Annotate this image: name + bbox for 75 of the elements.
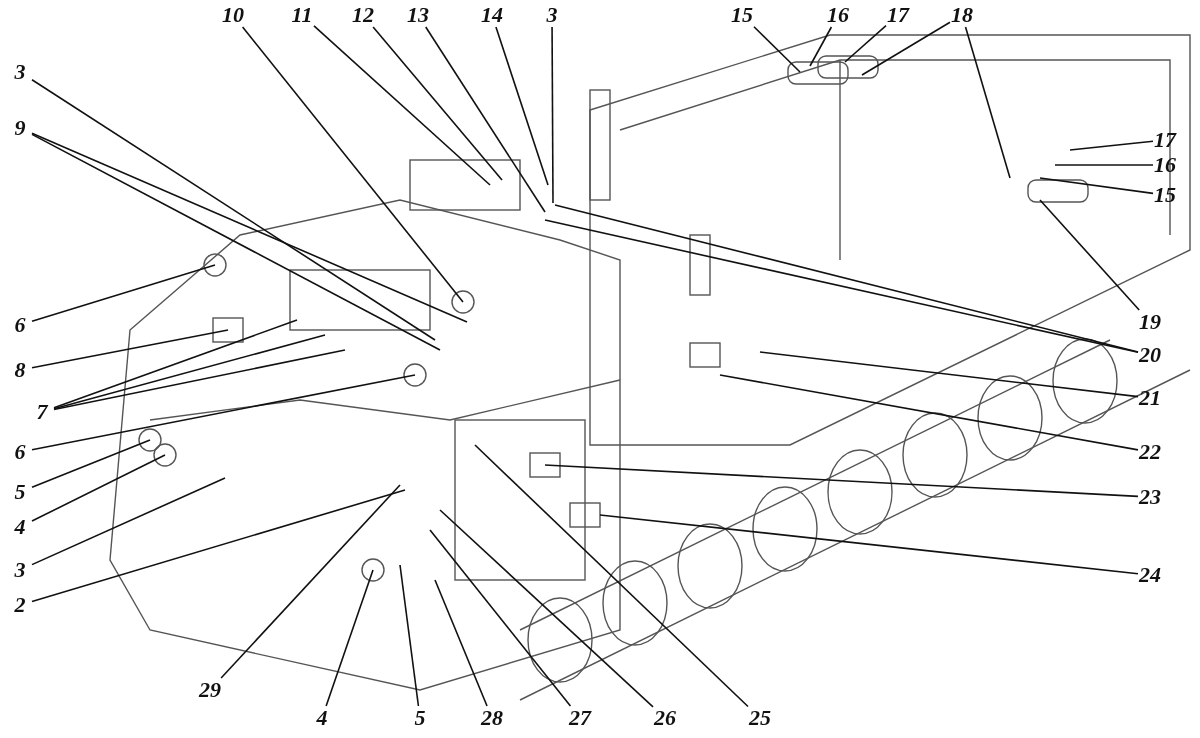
callout-number: 4 [3,514,37,540]
callout-number: 28 [475,705,509,731]
leader-line [753,26,801,73]
leader-line [31,264,216,323]
leader-line [719,374,1139,451]
callout-number: 8 [3,357,37,383]
leader-line [495,26,549,186]
leader-line [31,78,436,341]
leader-line [372,26,503,181]
callout-number: 3 [3,59,37,85]
callout-number: 15 [1148,182,1182,208]
callout-number: 4 [305,705,339,731]
callout-number: 16 [821,2,855,28]
leader-line [1054,164,1154,166]
leader-line [1069,140,1154,151]
callout-number: 27 [563,705,597,731]
leader-line [809,26,833,67]
leader-line [53,319,298,409]
callout-number: 16 [1148,152,1182,178]
callout-number: 19 [1133,309,1167,335]
callout-number: 23 [1133,484,1167,510]
callout-number: 12 [346,2,380,28]
leader-line [325,569,374,707]
leader-line [551,26,554,204]
callout-number: 24 [1133,562,1167,588]
callout-number: 5 [403,705,437,731]
leader-line [861,21,951,76]
leader-line [759,351,1139,398]
leader-line [544,464,1139,498]
leader-line [1039,199,1140,311]
callout-number: 10 [216,2,250,28]
callout-number: 22 [1133,439,1167,465]
callout-number: 13 [401,2,435,28]
leader-line [429,529,572,707]
leader-line [31,329,229,369]
leader-line [31,454,166,522]
leader-line [31,374,416,451]
leader-line [31,133,441,351]
callout-number: 21 [1133,385,1167,411]
leader-line [844,24,887,63]
leader-line [241,26,464,303]
leader-line [399,564,420,707]
leader-line [53,349,346,411]
callout-number: 14 [475,2,509,28]
callout-number: 7 [25,399,59,425]
callout-number: 29 [193,677,227,703]
leader-line [31,489,406,603]
leader-line [474,444,749,708]
leader-line [439,509,654,708]
leader-line [424,26,546,213]
leader-line [434,579,488,707]
callout-number: 17 [881,2,915,28]
callout-number: 25 [743,705,777,731]
callout-number: 17 [1148,127,1182,153]
leader-line [31,132,468,323]
leader-line [313,25,491,186]
callout-number: 2 [3,592,37,618]
callout-number: 6 [3,312,37,338]
callout-number: 3 [3,557,37,583]
callout-number: 6 [3,439,37,465]
callout-number: 26 [648,705,682,731]
leader-line [220,484,401,679]
callout-number: 11 [285,2,319,28]
leader-line [31,439,151,488]
callout-number: 3 [535,2,569,28]
callout-number: 5 [3,479,37,505]
callout-number: 15 [725,2,759,28]
callout-number: 9 [3,115,37,141]
leader-line [964,26,1011,179]
callout-number: 20 [1133,342,1167,368]
leader-line [53,334,326,410]
leader-line [1039,177,1154,195]
callout-number: 18 [945,2,979,28]
leader-line [31,477,226,566]
leader-line [599,514,1139,575]
